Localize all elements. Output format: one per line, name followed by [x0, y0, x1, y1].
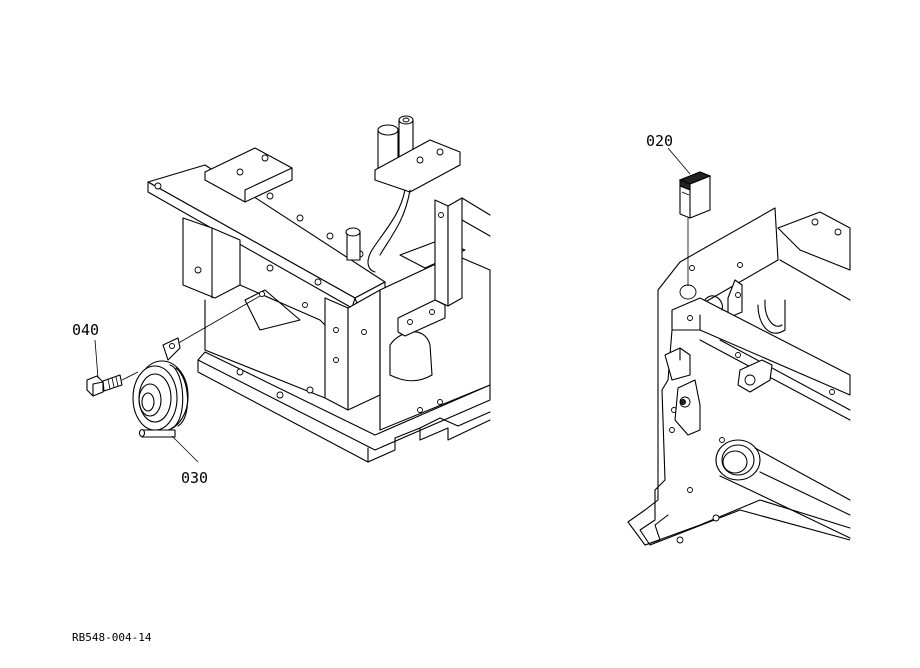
callout-020: 020	[646, 132, 673, 150]
bolt-part-040	[86, 371, 139, 397]
horn-mount-leader-line	[174, 295, 261, 346]
left-frame-assembly	[147, 115, 491, 463]
horn-part-030	[132, 337, 189, 438]
callout-030: 030	[181, 469, 208, 487]
right-frame-assembly	[627, 207, 851, 546]
drawing-code: RB548-004-14	[72, 631, 152, 644]
leader-020	[667, 147, 691, 175]
leader-030	[171, 435, 199, 463]
switch-part-020	[678, 171, 712, 219]
leader-040	[94, 339, 99, 379]
callout-040: 040	[72, 321, 99, 339]
